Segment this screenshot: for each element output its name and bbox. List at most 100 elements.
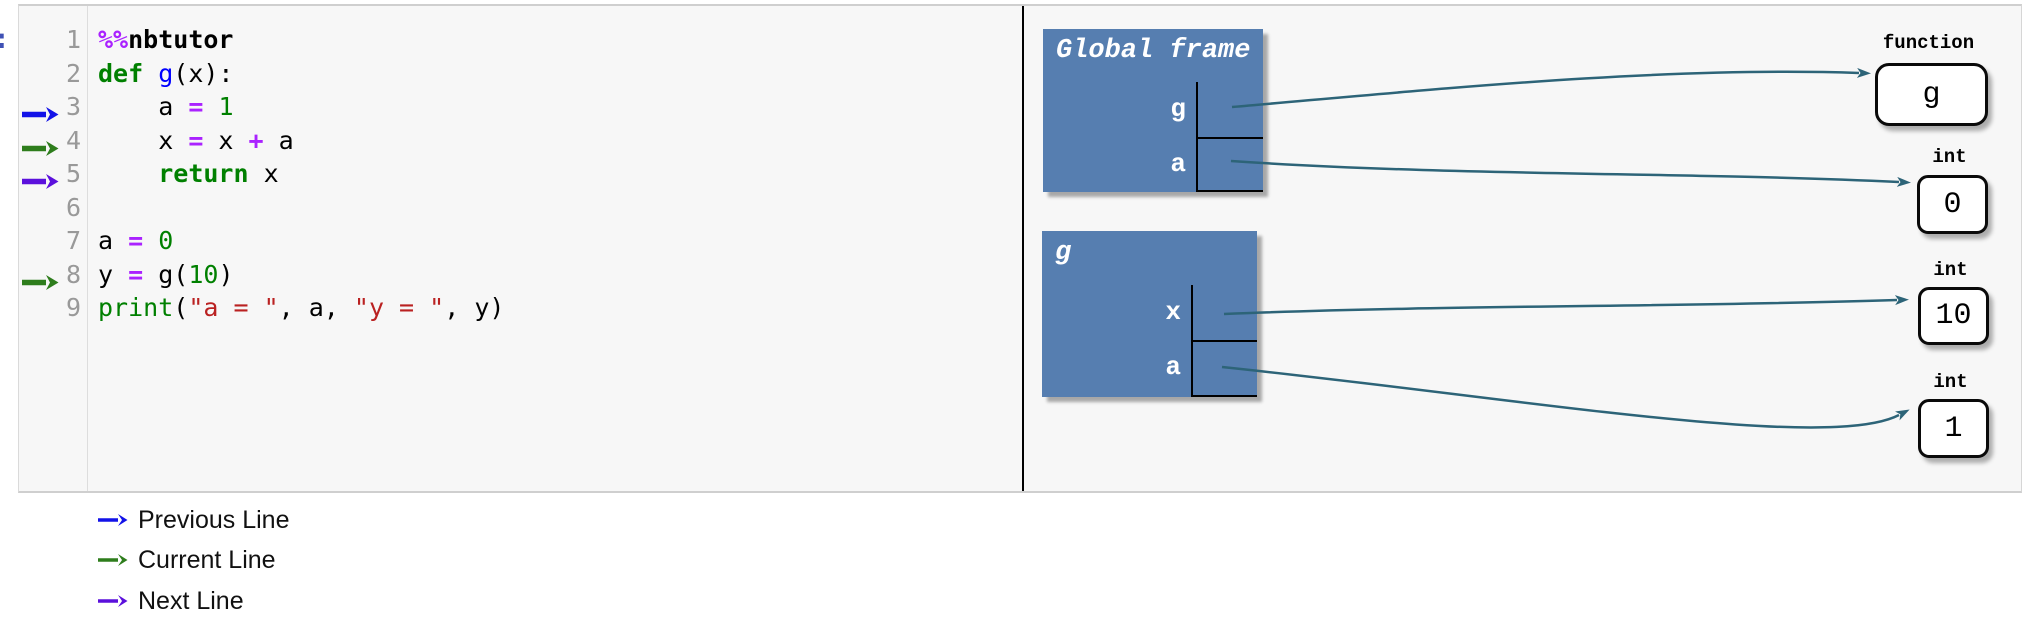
cell-prompt-fragment: : <box>0 22 10 55</box>
frame-variable-a: a <box>1170 149 1186 179</box>
code-token: x <box>248 159 279 188</box>
previous-line-arrow <box>21 98 59 132</box>
code-token: "a = " <box>188 293 279 322</box>
next-line-arrow <box>21 165 59 199</box>
code-token: , a, <box>278 293 354 322</box>
frame-variable-a: a <box>1165 352 1181 382</box>
line-number: 1 <box>19 23 87 57</box>
previous-line-arrow-icon <box>98 514 128 526</box>
current-line-arrow-icon <box>98 554 128 566</box>
current-line-arrow-icon <box>22 274 59 290</box>
code-token: "y = " <box>353 293 445 322</box>
code-token: def <box>98 58 159 88</box>
line-number-text: 8 <box>65 259 81 289</box>
code-line-5[interactable]: return x <box>98 157 504 191</box>
code-token: x <box>98 125 189 155</box>
legend-item-next-line: Next Line <box>97 587 244 615</box>
frame-grid-line <box>1196 190 1263 192</box>
code-token: x <box>203 125 249 155</box>
legend-item-previous-line: Previous Line <box>97 506 289 534</box>
frame-variable-g: g <box>1170 94 1186 124</box>
frame-grid-line <box>1191 395 1257 397</box>
code-token: + <box>248 125 264 155</box>
code-token <box>143 226 158 255</box>
code-line-1[interactable]: %%nbtutor <box>98 23 504 57</box>
code-line-9[interactable]: print("a = ", a, "y = ", y) <box>98 291 504 325</box>
line-number-text: 7 <box>65 226 81 255</box>
code-line-4[interactable]: x = x + a <box>98 124 504 158</box>
line-number-text: 6 <box>65 192 81 222</box>
code-token: nbtutor <box>128 25 234 54</box>
heap-object-type-label: int <box>1933 371 1968 393</box>
frame-grid-line <box>1196 137 1263 139</box>
frame-title: g <box>1055 238 1072 268</box>
code-token: %% <box>98 25 129 54</box>
legend-label: Next Line <box>138 587 244 615</box>
line-number-text: 9 <box>65 293 81 322</box>
code-token: = <box>188 125 204 155</box>
frame-title: Global frame <box>1056 36 1251 66</box>
legend-item-current-line: Current Line <box>97 546 276 574</box>
line-number: 9 <box>19 291 87 325</box>
code-token <box>143 260 158 289</box>
line-number: 2 <box>19 57 87 91</box>
code-token: a <box>263 125 294 155</box>
code-line-7[interactable]: a = 0 <box>98 224 504 258</box>
legend-label: Current Line <box>138 546 276 574</box>
panel-divider <box>1022 6 1024 491</box>
line-number: 5 <box>19 157 87 191</box>
line-number-gutter: 1 2 3 4 5 6 7 8 9 <box>19 6 88 491</box>
line-number-text: 4 <box>65 125 81 155</box>
code-token: return <box>158 159 249 188</box>
line-number: 4 <box>19 124 87 158</box>
heap-object-type-label: int <box>1933 259 1968 281</box>
code-token: a <box>98 226 129 255</box>
heap-object-int-0: 0 <box>1917 175 1988 234</box>
line-number: 8 <box>19 258 87 292</box>
gutter-rows: 1 2 3 4 5 6 7 8 9 <box>19 23 87 325</box>
code-token: g <box>158 58 174 88</box>
next-line-arrow-icon <box>98 595 128 607</box>
code-token: 1 <box>218 92 234 121</box>
frame-grid-line <box>1191 340 1257 342</box>
code-token: (x): <box>173 58 234 88</box>
line-number-text: 1 <box>65 25 81 54</box>
frame-variable-x: x <box>1165 297 1181 327</box>
code-token: , y) <box>444 293 505 322</box>
heap-object-type-label: int <box>1932 146 1967 168</box>
code-token: g( <box>158 259 189 289</box>
code-line-6[interactable] <box>98 191 504 225</box>
heap-object-int-10: 10 <box>1918 287 1989 345</box>
code-token: = <box>128 226 144 255</box>
code-token: = <box>188 92 204 121</box>
code-line-3[interactable]: a = 1 <box>98 90 504 124</box>
code-line-2[interactable]: def g(x): <box>98 57 504 91</box>
current-line-arrow <box>21 266 59 300</box>
line-number-text: 3 <box>65 92 81 121</box>
line-number-text: 2 <box>65 58 81 88</box>
code-token: ) <box>218 259 234 289</box>
code-token: print <box>98 293 174 322</box>
heap-object-type-label: function <box>1882 32 1975 54</box>
code-token: 0 <box>158 226 174 255</box>
line-number: 6 <box>19 191 87 225</box>
code-token <box>98 159 158 188</box>
line-number: 7 <box>19 224 87 258</box>
code-token: = <box>128 259 144 289</box>
current-line-arrow-icon <box>22 140 59 156</box>
code-line-8[interactable]: y = g(10) <box>98 258 504 292</box>
line-number-text: 5 <box>65 159 81 188</box>
legend-label: Previous Line <box>138 506 290 534</box>
next-line-arrow-icon <box>22 174 59 189</box>
code-token <box>203 92 218 121</box>
heap-object-function-g: g <box>1875 63 1988 126</box>
code-token: a <box>98 92 189 121</box>
previous-line-arrow-icon <box>22 107 59 122</box>
current-line-arrow <box>21 132 59 166</box>
line-number: 3 <box>19 90 87 124</box>
